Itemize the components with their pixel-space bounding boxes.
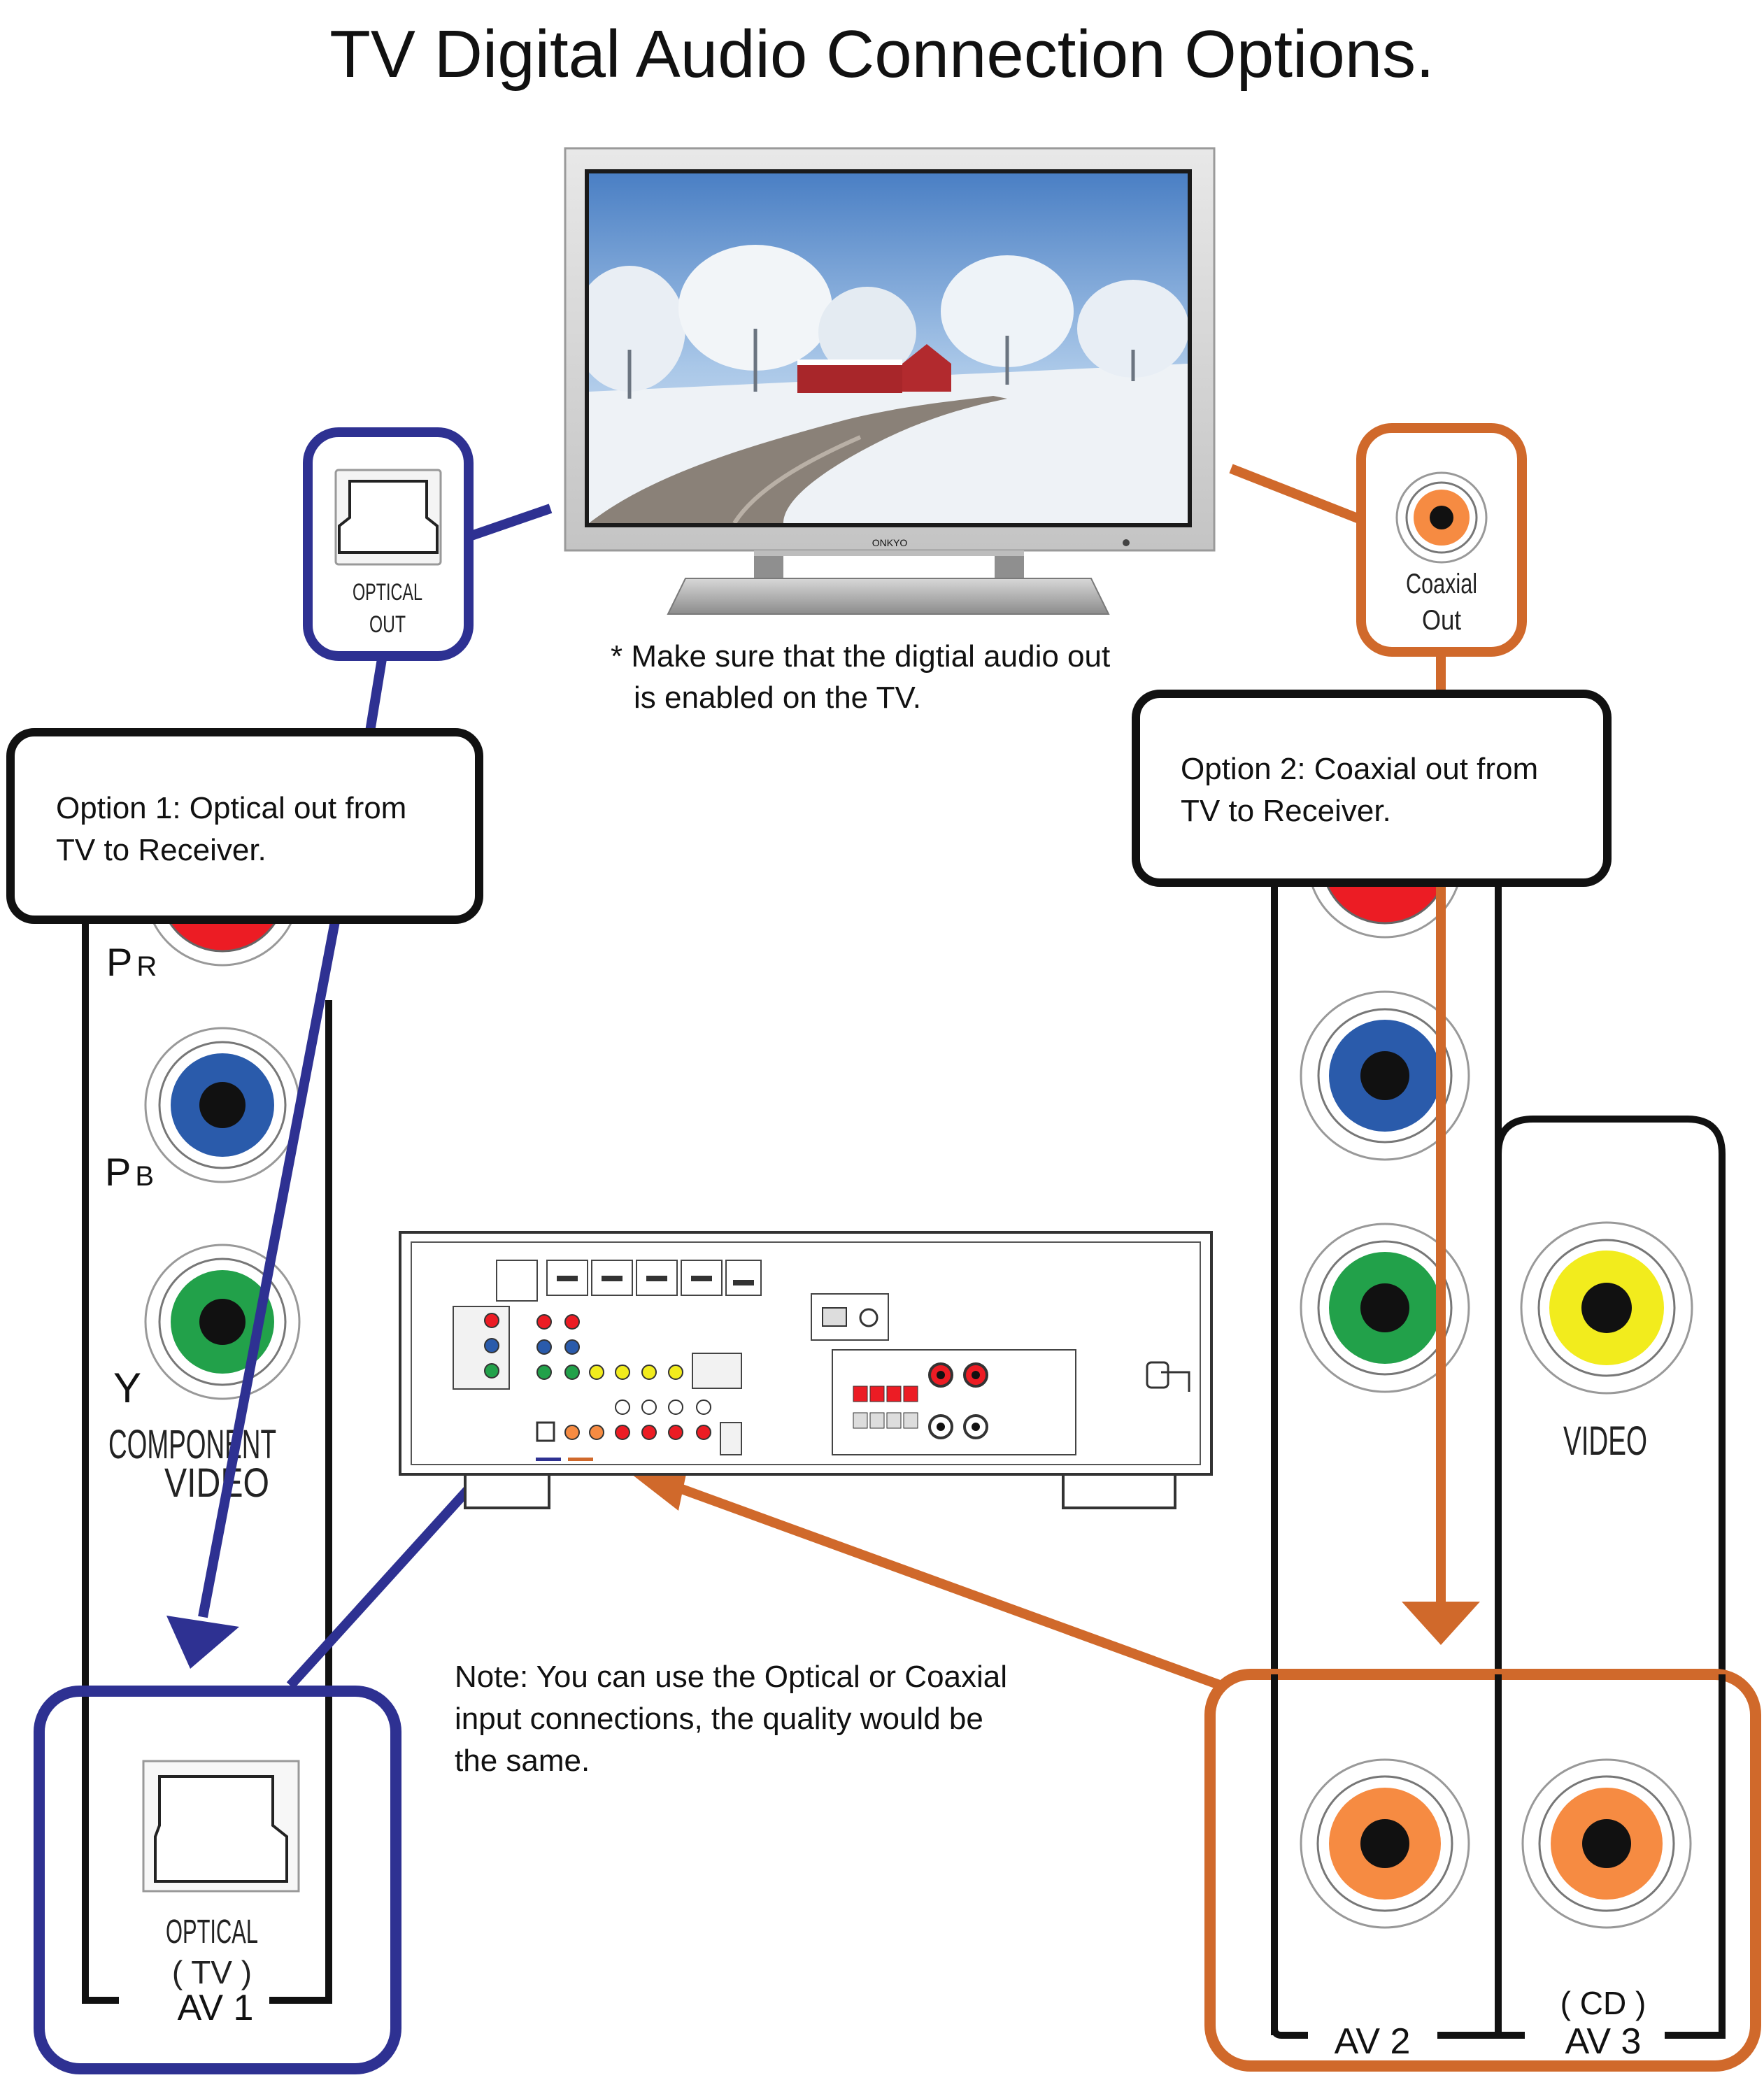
jack-yellow — [1520, 1221, 1693, 1395]
optical-input-av1: OPTICAL ( TV ) AV 1 — [34, 1686, 401, 2074]
video-sub-label: VIDEO — [164, 1460, 269, 1506]
tv-note-line2: is enabled on the TV. — [634, 681, 921, 715]
tv-power-indicator — [1123, 539, 1130, 546]
coaxial-jack-av2 — [1300, 1758, 1470, 1929]
optical-input-label-2: ( TV ) — [172, 1954, 252, 1990]
option-1-callout: Option 1: Optical out from TV to Receive… — [6, 728, 483, 924]
jack-green-right — [1300, 1223, 1470, 1393]
av2-label: AV 2 — [1335, 2021, 1411, 2062]
optical-arrow-down — [166, 1616, 239, 1669]
jack-blue-right — [1300, 990, 1470, 1161]
video-label: VIDEO — [1563, 1418, 1647, 1464]
tv-optical-label-1: OPTICAL — [353, 579, 422, 606]
tv-optical-label-2: OUT — [369, 611, 406, 638]
y-label: Y — [113, 1365, 141, 1411]
av3-sub-label: ( CD ) — [1560, 1985, 1646, 2021]
av3-label: AV 3 — [1565, 2021, 1642, 2062]
option-2-callout: Option 2: Coaxial out from TV to Receive… — [1132, 690, 1612, 887]
video-panel: VIDEO — [1495, 1116, 1726, 1679]
jack-y-green — [144, 1244, 301, 1400]
optical-port-icon — [338, 480, 439, 554]
tv-optical-out-port: OPTICAL OUT — [303, 427, 474, 661]
receiver-hdmi-ports — [496, 1260, 762, 1302]
tv-coaxial-label-1: Coaxial — [1406, 569, 1477, 599]
note-line2: input connections, the quality would be — [455, 1702, 983, 1736]
option-2-line2: TV to Receiver. — [1181, 794, 1391, 828]
receiver-jacks — [484, 1313, 711, 1440]
coaxial-cable — [662, 464, 1446, 1690]
note-line3: the same. — [455, 1744, 590, 1778]
tv-note-line1: * Make sure that the digtial audio out — [611, 639, 1110, 674]
coaxial-arrow-down — [1402, 1602, 1480, 1645]
tv-brand: ONKYO — [872, 537, 908, 548]
optical-input-label-1: OPTICAL — [166, 1914, 258, 1951]
jack-pb-blue — [144, 1027, 301, 1183]
coaxial-out-jack — [1395, 471, 1488, 564]
coaxial-jack-av3 — [1521, 1758, 1692, 1929]
optical-input-icon — [154, 1775, 288, 1883]
av-receiver — [399, 1231, 1213, 1509]
option-1-line1: Option 1: Optical out from — [56, 791, 406, 825]
optical-cable — [198, 504, 553, 1689]
option-2-line1: Option 2: Coaxial out from — [1181, 752, 1538, 786]
tv-coaxial-out-port: Coaxial Out — [1356, 423, 1527, 657]
note-line1: Note: You can use the Optical or Coaxial — [455, 1660, 1007, 1694]
tv: ONKYO — [564, 147, 1216, 615]
coaxial-inputs: AV 2 ( CD ) AV 3 — [1204, 1669, 1761, 2072]
option-1-line2: TV to Receiver. — [56, 833, 266, 867]
tv-screen-image — [589, 173, 1188, 523]
tv-coaxial-label-2: Out — [1422, 605, 1461, 636]
optical-input-group: AV 1 — [178, 1988, 254, 2028]
page-title: TV Digital Audio Connection Options. — [329, 17, 1435, 92]
component-label: COMPONENT — [108, 1422, 276, 1467]
